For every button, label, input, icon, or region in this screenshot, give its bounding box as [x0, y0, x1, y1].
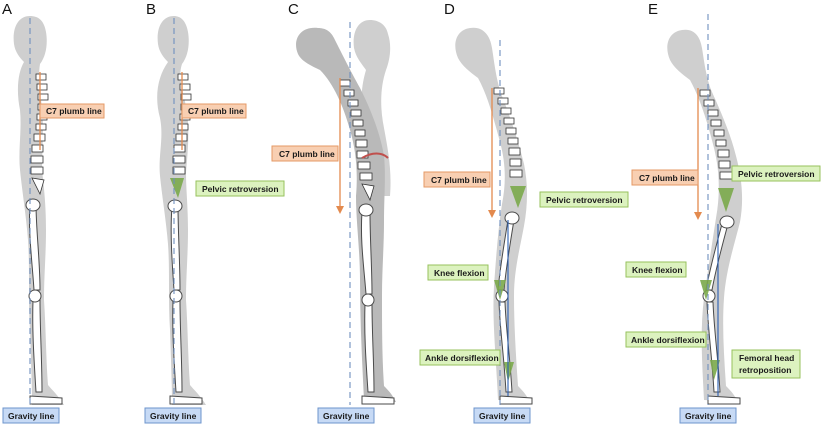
ankle-wedge-d	[504, 362, 514, 382]
svg-text:Ankle dorsiflexion: Ankle dorsiflexion	[631, 335, 705, 345]
c7-arrow-e	[694, 212, 702, 220]
panel-e: E C7 plumb line Pelvi	[625, 1, 821, 424]
c7-label-e: C7 plumb line	[631, 169, 699, 186]
foot-b	[169, 395, 203, 405]
spine-d	[493, 87, 523, 178]
svg-text:Knee flexion: Knee flexion	[434, 268, 485, 278]
femoral-head-b	[167, 199, 183, 213]
spine-e	[699, 89, 733, 180]
pelvic-label-e: Pelvic retroversion	[731, 165, 821, 182]
gravity-label-a: Gravity line	[2, 407, 60, 424]
pelvic-label-d: Pelvic retroversion	[539, 191, 629, 208]
body-silhouette-a	[13, 16, 64, 405]
gravity-label-b: Gravity line	[144, 407, 202, 424]
foot-e	[707, 395, 741, 405]
femoral-head-e	[719, 215, 735, 229]
tibia-c	[364, 303, 375, 393]
foot-a	[29, 395, 63, 405]
svg-text:Gravity line: Gravity line	[150, 411, 197, 421]
panel-letter-a: A	[2, 1, 12, 18]
tibia-a	[32, 299, 43, 393]
svg-text:Gravity line: Gravity line	[8, 411, 55, 421]
pelvic-wedge-d	[510, 186, 526, 208]
body-silhouette-b	[157, 16, 206, 405]
c7-label-a: C7 plumb line	[39, 103, 105, 119]
gravity-label-d: Gravity line	[473, 407, 531, 424]
svg-text:C7 plumb line: C7 plumb line	[46, 106, 102, 116]
knee-wedge-e	[700, 280, 712, 300]
svg-text:Gravity line: Gravity line	[479, 411, 526, 421]
panel-letter-e: E	[648, 1, 658, 18]
panel-c: C C7 plumb line	[271, 1, 396, 424]
gravity-label-c: Gravity line	[317, 407, 375, 424]
svg-text:retroposition: retroposition	[739, 365, 791, 375]
c7-label-c: C7 plumb line	[271, 145, 339, 162]
svg-text:Pelvic retroversion: Pelvic retroversion	[546, 195, 623, 205]
svg-text:C7 plumb line: C7 plumb line	[279, 149, 335, 159]
knee-c	[361, 293, 375, 307]
c7-arrow-c	[336, 206, 344, 214]
femoral-head-d	[504, 211, 520, 225]
knee-b	[169, 289, 183, 303]
panel-letter-c: C	[288, 1, 299, 18]
svg-text:C7 plumb line: C7 plumb line	[639, 173, 695, 183]
pelvic-label-b: Pelvic retroversion	[195, 180, 285, 197]
panel-a: A C7 plumb line Gravity line	[2, 1, 105, 424]
femoral-head-c	[358, 203, 374, 217]
panel-letter-d: D	[444, 1, 455, 18]
femoral-label-e: Femoral head retroposition	[731, 349, 801, 379]
svg-text:Gravity line: Gravity line	[685, 411, 732, 421]
svg-text:Ankle dorsiflexion: Ankle dorsiflexion	[425, 353, 499, 363]
knee-a	[28, 289, 42, 303]
svg-text:C7 plumb line: C7 plumb line	[431, 175, 487, 185]
c7-label-d: C7 plumb line	[423, 171, 491, 188]
ankle-label-e: Ankle dorsiflexion	[625, 331, 707, 348]
panel-d: D C7 plumb line Pelvi	[419, 1, 629, 424]
svg-text:Femoral head: Femoral head	[739, 353, 794, 363]
femur-b	[170, 205, 181, 291]
panel-b: B C7 plumb line Pelvic retroversio	[144, 1, 285, 424]
svg-text:Pelvic retroversion: Pelvic retroversion	[202, 184, 279, 194]
kyphosis-arc-c	[361, 152, 389, 159]
ankle-label-d: Ankle dorsiflexion	[419, 349, 501, 366]
c7-arrow-d	[488, 210, 496, 218]
body-silhouette-e	[667, 29, 743, 402]
svg-text:Knee flexion: Knee flexion	[632, 265, 683, 275]
c7-label-b: C7 plumb line	[181, 103, 247, 119]
svg-text:Gravity line: Gravity line	[323, 411, 370, 421]
tibia-b	[172, 299, 183, 393]
gravity-label-e: Gravity line	[679, 407, 737, 424]
knee-label-e: Knee flexion	[625, 261, 687, 278]
femoral-head-a	[25, 198, 41, 212]
knee-label-d: Knee flexion	[427, 264, 489, 281]
foot-d	[499, 395, 533, 405]
svg-text:Pelvic retroversion: Pelvic retroversion	[738, 169, 815, 179]
foot-c	[361, 395, 395, 405]
femur-e	[705, 223, 729, 291]
svg-text:C7 plumb line: C7 plumb line	[188, 106, 244, 116]
femur-c	[360, 211, 373, 295]
panel-letter-b: B	[146, 1, 156, 18]
pelvic-wedge-e	[718, 188, 734, 212]
